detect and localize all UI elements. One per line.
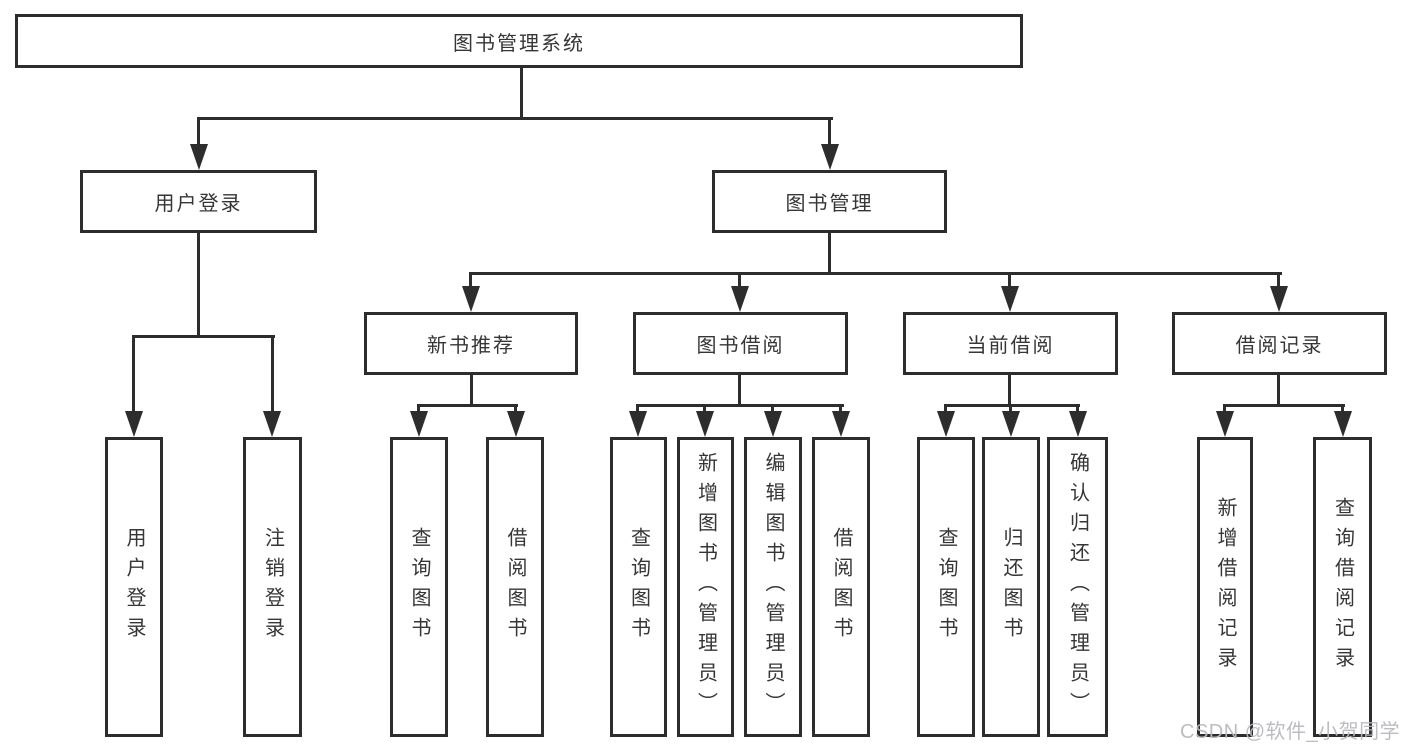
connector-borrow-record-stem [1277,375,1280,407]
connector-leaf-drop [514,404,517,414]
leaf-return-book: 归还图书 [982,437,1040,737]
node-new-book-recommend: 新书推荐 [364,312,578,375]
arrow-down-icon [1001,286,1019,312]
leaf-logout: 注销登录 [243,437,302,737]
arrow-down-icon [125,411,143,437]
node-label: 编辑图书（管理员） [762,452,784,722]
arrow-down-icon [821,144,839,170]
connector-user-login-stem [197,233,200,338]
arrow-down-icon [731,286,749,312]
node-label: 用户登录 [154,193,243,215]
connector-book-mgmt-drop [828,117,831,148]
arrow-down-icon [1216,411,1234,437]
connector-current-borrow-stem [1008,375,1011,407]
arrow-down-icon [1002,411,1020,437]
node-current-borrowing: 当前借阅 [903,312,1118,375]
arrow-down-icon [507,411,525,437]
node-label: 确认归还（管理员） [1066,452,1089,722]
connector-new-book-stem [470,375,473,407]
connector-leaf-drop [417,404,420,414]
arrow-down-icon [832,411,850,437]
leaf-borrow-books-1: 借阅图书 [486,437,544,737]
node-label: 用户登录 [123,527,145,647]
leaf-query-books-3: 查询图书 [917,437,975,737]
connector-root-stem [520,68,523,120]
connector-leaf-drop [1076,404,1079,414]
node-label: 新增图书（管理员） [694,452,717,722]
arrow-down-icon [696,411,714,437]
node-label: 查询图书 [408,527,430,647]
connector-user-login-drop [197,117,200,148]
arrow-down-icon [937,411,955,437]
arrow-down-icon [1069,411,1087,437]
node-label: 归还图书 [1000,527,1022,647]
node-user-login: 用户登录 [80,170,317,233]
connector-leaf-drop [1223,404,1226,414]
connector-leaf-drop [1341,404,1344,414]
arrow-down-icon [190,144,208,170]
leaf-query-borrow-record: 查询借阅记录 [1313,437,1372,737]
connector-new-book-rail [417,404,518,407]
node-label: 借阅图书 [830,527,852,647]
node-label: 当前借阅 [966,335,1055,357]
node-borrowing-records: 借阅记录 [1172,312,1387,375]
connector-l2-drop [469,272,472,288]
node-library-system-root: 图书管理系统 [15,14,1023,68]
connector-leaf-drop [271,335,274,413]
connector-book-mgmt-rail [469,272,1282,275]
connector-leaf-drop [132,335,135,413]
arrow-down-icon [462,286,480,312]
csdn-watermark: CSDN @软件_小贺同学 [1180,721,1401,743]
node-label: 新书推荐 [427,335,515,357]
connector-leaf-drop [636,404,639,414]
connector-leaf-drop [839,404,842,414]
node-label: 图书借阅 [696,335,785,357]
node-book-management: 图书管理 [712,170,947,233]
node-book-borrowing: 图书借阅 [633,312,848,375]
leaf-query-books-1: 查询图书 [390,437,448,737]
leaf-user-login: 用户登录 [105,437,163,737]
arrow-down-icon [629,411,647,437]
leaf-add-borrow-record: 新增借阅记录 [1197,437,1253,737]
leaf-confirm-return-admin: 确认归还（管理员） [1047,437,1108,737]
connector-l2-drop [1008,272,1011,288]
node-label: 查询图书 [627,527,650,647]
connector-l2-drop [738,272,741,288]
arrow-down-icon [263,411,281,437]
arrow-down-icon [764,411,782,437]
node-label: 借阅记录 [1235,335,1324,357]
node-label: 查询借阅记录 [1331,497,1354,677]
connector-leaf-drop [703,404,706,414]
connector-book-borrow-rail [636,404,844,407]
connector-leaf-drop [944,404,947,414]
leaf-add-book-admin: 新增图书（管理员） [677,437,734,737]
arrow-down-icon [410,411,428,437]
connector-book-borrow-stem [738,375,741,407]
node-label: 查询图书 [935,527,957,647]
connector-root-rail [197,117,833,120]
connector-current-borrow-rail [944,404,1080,407]
connector-user-login-rail [132,335,275,338]
leaf-edit-book-admin: 编辑图书（管理员） [744,437,802,737]
node-label: 图书管理 [785,193,874,215]
arrow-down-icon [1334,411,1352,437]
connector-borrow-record-rail [1223,404,1345,407]
leaf-query-books-2: 查询图书 [610,437,667,737]
node-label: 图书管理系统 [453,32,585,55]
leaf-borrow-books-2: 借阅图书 [812,437,870,737]
node-label: 借阅图书 [504,527,526,647]
connector-leaf-drop [771,404,774,414]
arrow-down-icon [1270,286,1288,312]
connector-book-mgmt-stem [828,233,831,275]
connector-l2-drop [1277,272,1280,288]
node-label: 新增借阅记录 [1214,497,1236,677]
connector-leaf-drop [1009,404,1012,414]
node-label: 注销登录 [261,527,284,647]
